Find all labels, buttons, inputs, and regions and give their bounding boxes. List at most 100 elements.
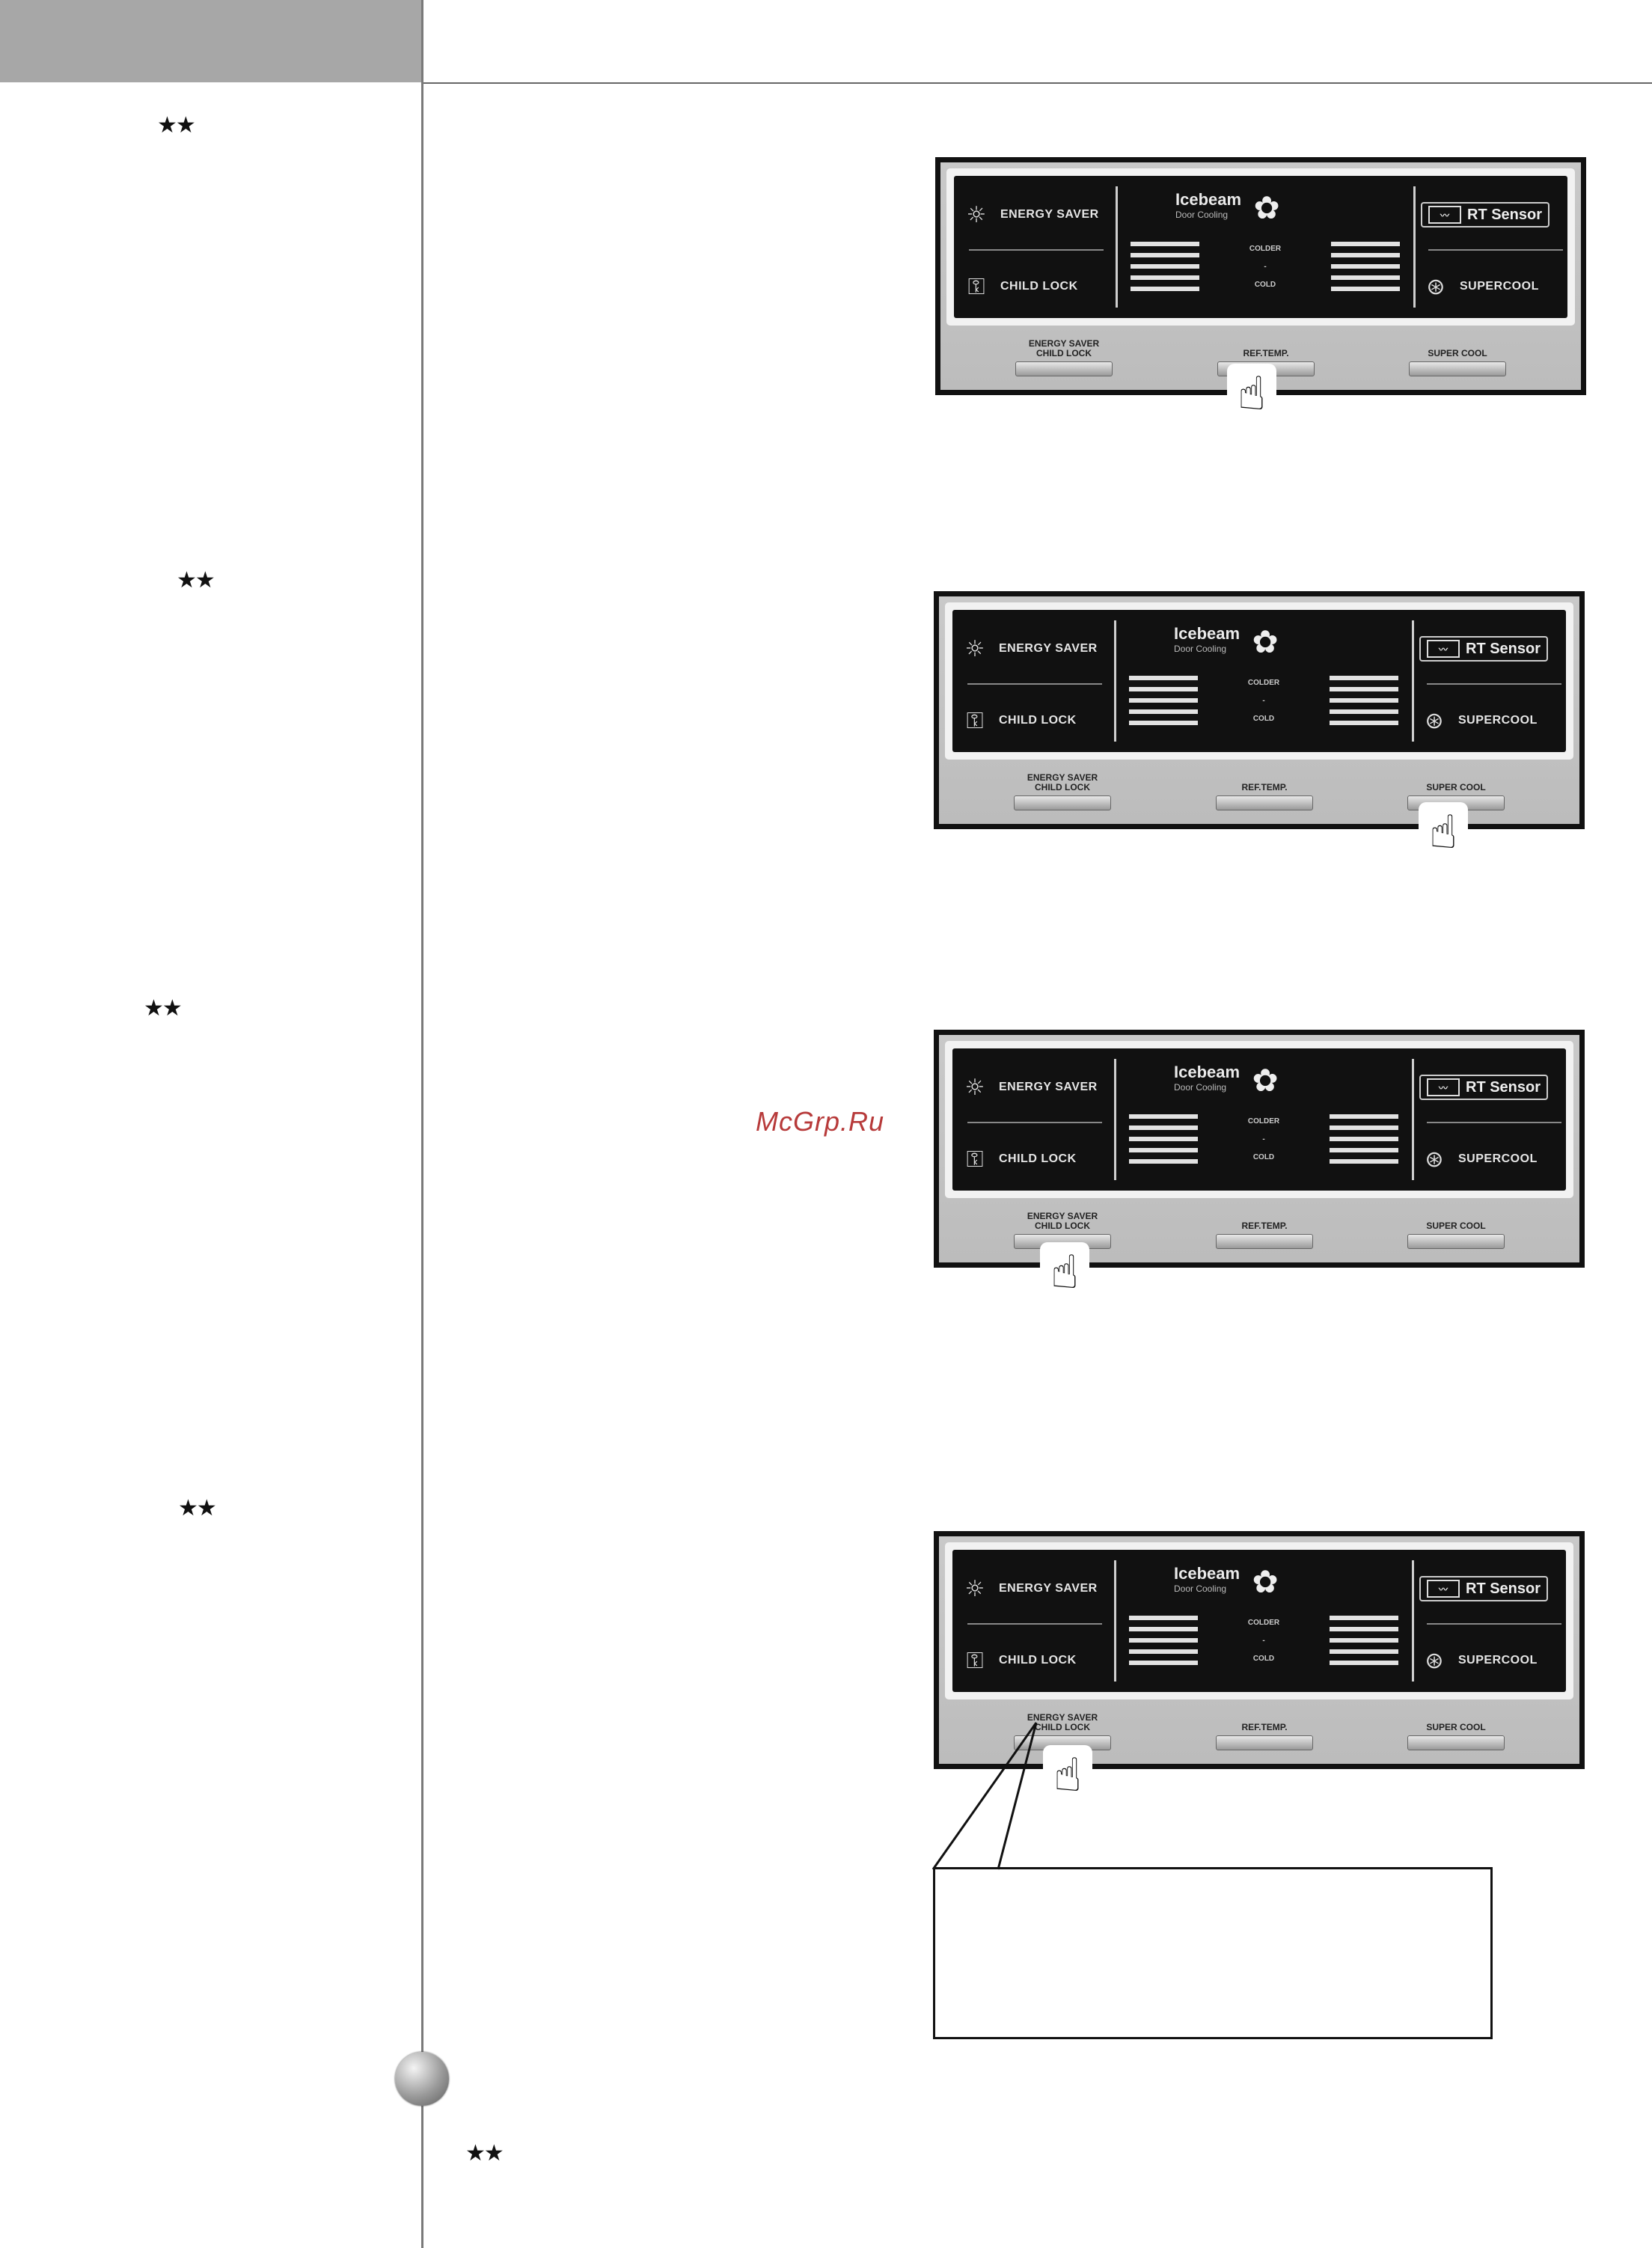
energy-saver-caption: ENERGY SAVER [1027,772,1098,783]
energy-saver-icon: ☼ [964,1074,985,1101]
temperature-bars-right [1330,676,1398,732]
super-cool-button[interactable]: SUPER COOL [1407,1705,1505,1750]
lock-icon: ⚿ [966,1647,984,1674]
rt-sensor-indicator: 〰RT Sensor [1421,182,1567,248]
scale-dash: - [1264,263,1267,271]
brand-title: Icebeam [1174,1564,1240,1583]
brand-subtitle: Door Cooling [1175,210,1229,220]
fan-icon: ✿ [1253,189,1280,226]
section-divider [967,1623,1102,1625]
brand-title: Icebeam [1175,190,1242,209]
ref-temp-caption: REF.TEMP. [1241,1722,1288,1732]
section-divider [1427,1623,1561,1625]
section-separator [1116,186,1118,308]
temperature-bars-right [1330,1114,1398,1170]
super-cool-button[interactable]: SUPER COOL [1409,332,1506,376]
energy-saver-label: ENERGY SAVER [999,1582,1098,1595]
leader-line-right [997,1722,1038,1870]
lock-icon: ⚿ [966,1146,984,1173]
energy-saver-caption: ENERGY SAVER [1027,1712,1098,1723]
button-key[interactable] [1014,795,1111,810]
ref-temp-button[interactable]: REF.TEMP. [1216,1705,1313,1750]
super-cool-button[interactable]: SUPER COOL [1407,1204,1505,1249]
temperature-bars-left [1129,1114,1198,1170]
button-caption: SUPER COOL [1409,332,1506,358]
fan-icon: ✿ [1252,623,1279,660]
energy-saver-icon: ☼ [964,1575,985,1602]
brand-subtitle: Door Cooling [1174,644,1227,654]
section-separator [1412,620,1414,742]
cold-label: COLD [1252,1153,1275,1161]
right-section: 〰RT Sensor ⊛ SUPERCOOL [1419,1556,1566,1686]
energy-saver-caption: ENERGY SAVER [1028,338,1100,349]
rt-sensor-indicator: 〰RT Sensor [1419,1054,1566,1120]
section-separator [1412,1560,1414,1682]
temperature-scale: COLDER - COLD [1235,240,1295,294]
watermark: McGrp.Ru [756,1106,885,1137]
rt-sensor-badge: 〰RT Sensor [1419,636,1549,662]
star-rating-5: ★★ [465,2140,504,2166]
fan-icon: ✿ [1252,1061,1279,1099]
right-section: 〰RT Sensor ⊛ SUPERCOOL [1419,1054,1566,1185]
section-divider [967,683,1102,685]
button-caption: REF.TEMP. [1216,1204,1313,1231]
button-key[interactable] [1015,361,1113,376]
button-caption: REF.TEMP. [1216,766,1313,792]
ref-temp-button[interactable]: REF.TEMP. [1216,1204,1313,1249]
callout-box [933,1867,1493,2039]
left-section: ☼ ENERGY SAVER ⚿ CHILD LOCK [960,616,1110,746]
temperature-bars-left [1129,1616,1198,1672]
brand-subtitle: Door Cooling [1174,1583,1227,1594]
button-caption: SUPER COOL [1407,1705,1505,1732]
rt-sensor-badge: 〰RT Sensor [1419,1576,1549,1601]
button-key[interactable] [1216,795,1313,810]
button-key[interactable] [1216,1735,1313,1750]
child-lock-caption: CHILD LOCK [1035,1722,1090,1732]
supercool-icon: ⊛ [1425,1647,1444,1674]
energy-saver-indicator: ☼ ENERGY SAVER [960,1054,1110,1120]
child-lock-label: CHILD LOCK [999,1152,1077,1165]
brand-subtitle: Door Cooling [1174,1082,1227,1093]
button-key[interactable] [1216,1234,1313,1249]
energy-saver-label: ENERGY SAVER [999,642,1098,655]
temperature-bars-right [1330,1616,1398,1672]
button-caption: SUPER COOL [1407,1204,1505,1231]
button-key[interactable] [1407,1735,1505,1750]
child-lock-indicator: ⚿ CHILD LOCK [961,254,1111,318]
button-key[interactable] [1409,361,1506,376]
section-divider [967,1122,1102,1123]
rt-sensor-icon: 〰 [1427,640,1460,658]
rt-sensor-label: RT Sensor [1466,1078,1541,1096]
pointing-hand-icon: ☝ [1419,802,1468,862]
star-rating-2: ★★ [177,567,215,593]
ref-temp-button[interactable]: REF.TEMP. [1216,766,1313,810]
header-gray-block [0,0,421,82]
supercool-icon: ⊛ [1426,273,1446,300]
star-rating-1: ★★ [157,112,196,138]
pointing-hand-icon: ☝ [1227,364,1276,424]
button-key[interactable] [1407,1234,1505,1249]
right-section: 〰RT Sensor ⊛ SUPERCOOL [1421,182,1567,312]
star-rating-3: ★★ [144,995,183,1021]
